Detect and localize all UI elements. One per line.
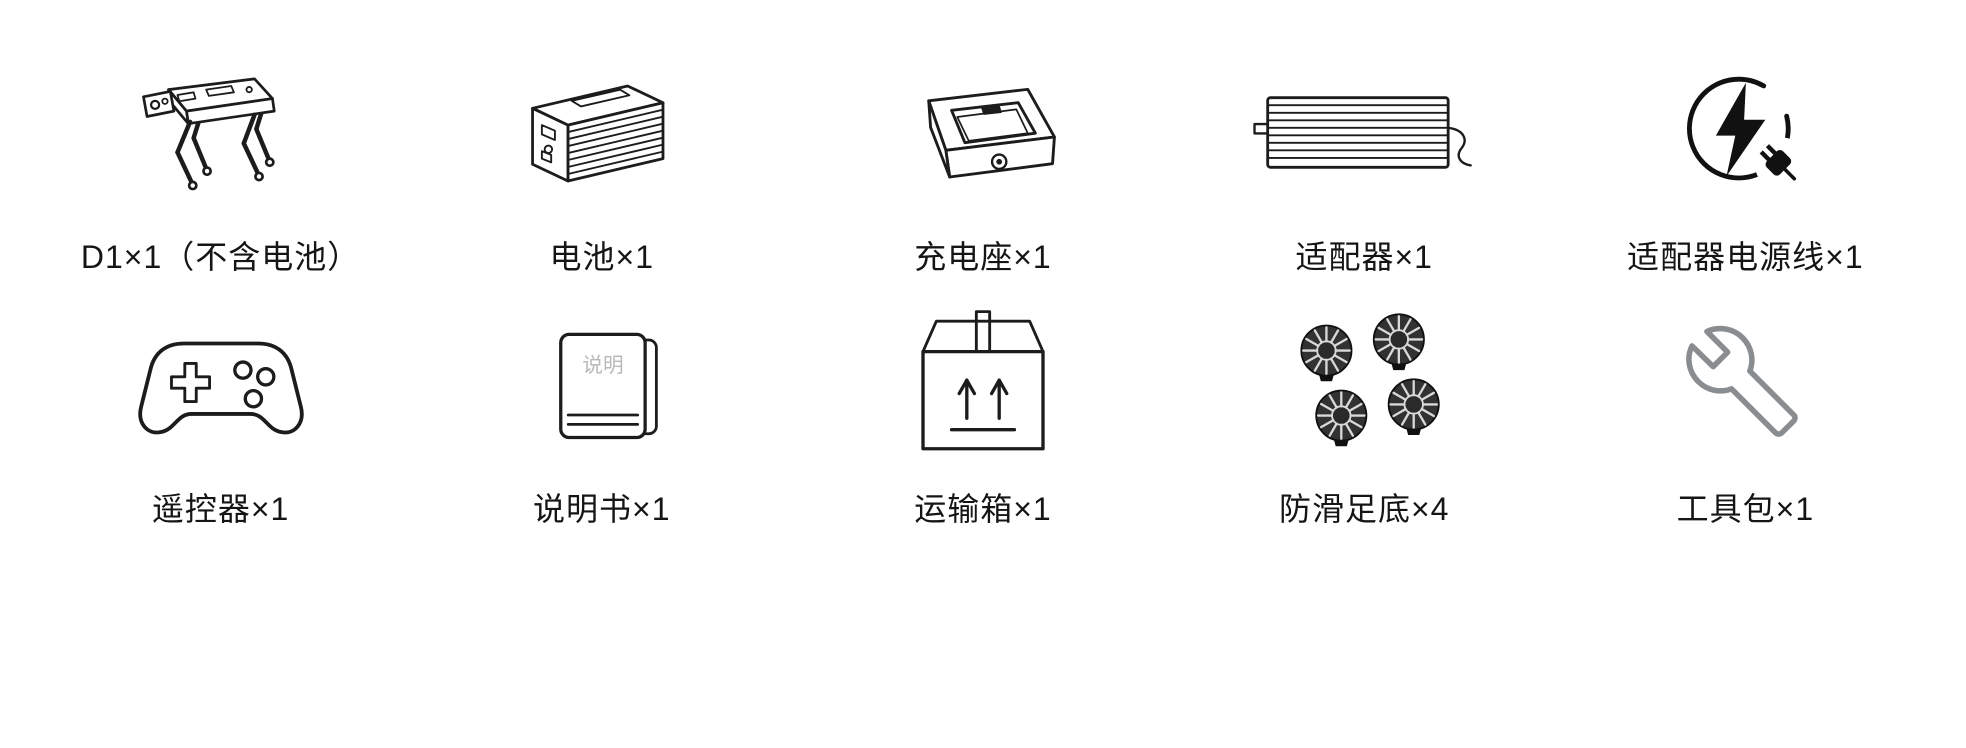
power-adapter-icon — [1253, 96, 1472, 169]
item-label-robot-dog: D1×1（不含电池） — [80, 238, 361, 275]
item-label-adapter-power-cable: 适配器电源线×1 — [1627, 238, 1864, 275]
packing-item-power-adapter: 适配器×1 — [1174, 28, 1555, 280]
manual-cover-text: 说明 — [582, 354, 623, 377]
user-manual-icon: 说明 — [558, 332, 658, 439]
item-label-transport-box: 运输箱×1 — [914, 490, 1052, 527]
packing-item-user-manual: 说明 说明书×1 — [411, 280, 792, 532]
tool-kit-wrench-icon — [1686, 326, 1798, 438]
item-label-battery: 电池×1 — [549, 238, 655, 275]
packing-item-anti-slip-foot-pads: 防滑足底×4 — [1174, 280, 1555, 532]
anti-slip-foot-pads-icon — [1299, 313, 1440, 448]
item-label-remote-controller: 遥控器×1 — [151, 490, 290, 527]
packing-item-robot-dog: D1×1（不含电池） — [30, 28, 411, 280]
adapter-power-cable-icon — [1687, 76, 1809, 191]
packing-item-transport-box: 运输箱×1 — [792, 280, 1173, 532]
packing-item-remote-controller: 遥控器×1 — [30, 280, 411, 532]
transport-box-icon — [921, 310, 1045, 451]
item-label-tool-kit: 工具包×1 — [1676, 490, 1815, 527]
item-label-anti-slip-foot-pads: 防滑足底×4 — [1278, 490, 1450, 527]
item-label-charging-dock: 充电座×1 — [914, 238, 1052, 275]
item-label-user-manual: 说明书×1 — [533, 490, 671, 527]
remote-controller-icon — [137, 341, 304, 435]
battery-icon — [531, 84, 665, 183]
charging-dock-icon — [927, 87, 1056, 179]
packing-item-battery: 电池×1 — [411, 28, 792, 280]
robot-dog-icon — [142, 77, 276, 191]
packing-item-tool-kit: 工具包×1 — [1555, 280, 1936, 532]
packing-item-charging-dock: 充电座×1 — [792, 28, 1173, 280]
packing-item-adapter-power-cable: 适配器电源线×1 — [1555, 28, 1936, 280]
item-label-power-adapter: 适配器×1 — [1295, 238, 1433, 275]
